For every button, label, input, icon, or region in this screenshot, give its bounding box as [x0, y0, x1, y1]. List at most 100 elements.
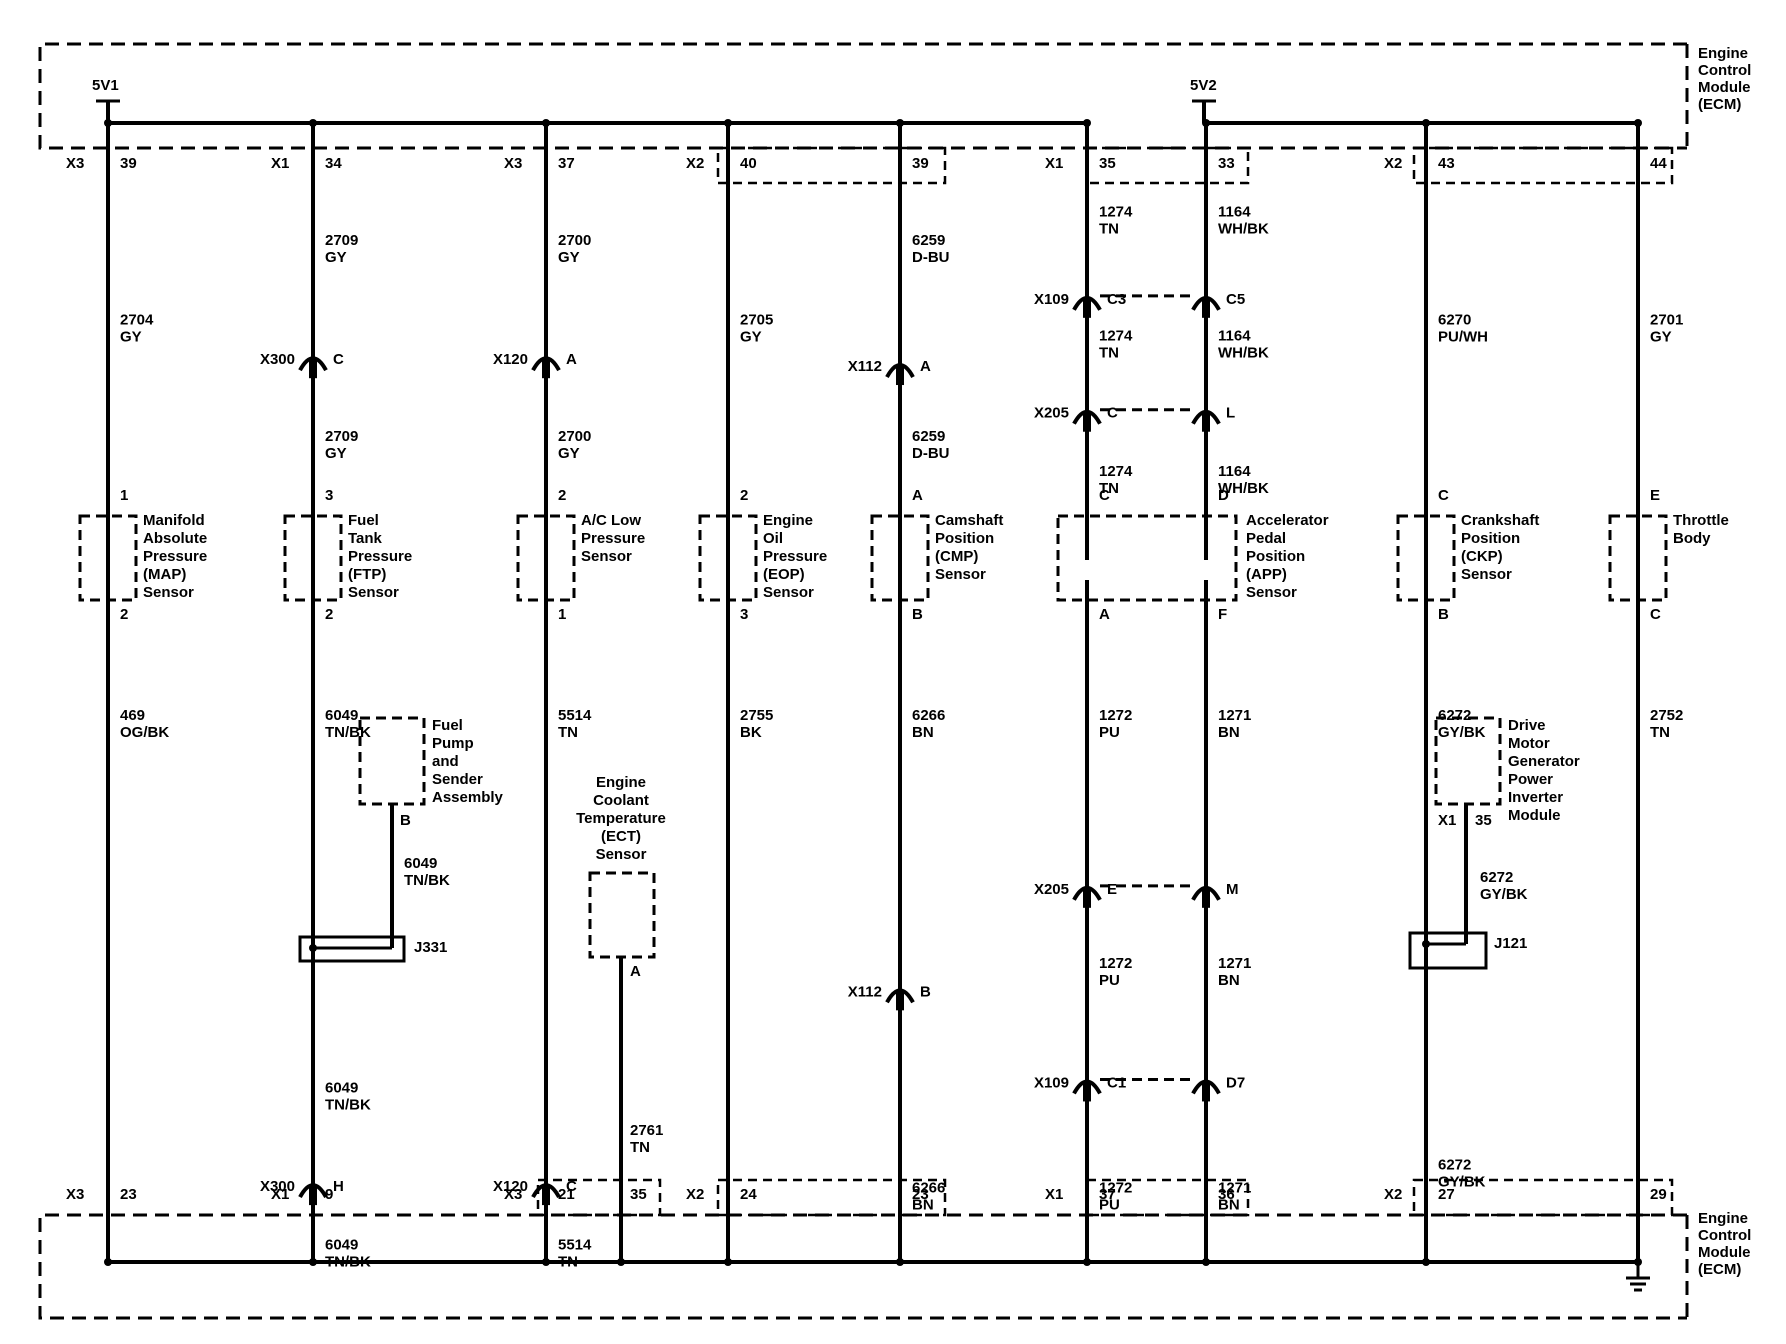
throttle-body-wire-number-0: 2701	[1650, 312, 1683, 329]
ect-label-4: Sensor	[596, 846, 647, 863]
app-2-wire-number-2: 1164	[1218, 463, 1251, 480]
app-1-wire-color-1: TN	[1099, 345, 1119, 362]
ckp-ecm-top-connector: X2	[1384, 155, 1402, 172]
app-1-wire-number-2: 1274	[1099, 463, 1133, 480]
ecm-connector-group-6	[1412, 1178, 1674, 1217]
ac-low-inline-connector-name-0: X120	[493, 351, 528, 368]
map-ecm-bottom-pin: 23	[120, 1186, 137, 1203]
ect-label-2: Temperature	[576, 810, 666, 827]
inverter-label-1: Motor	[1508, 735, 1550, 752]
ac-low-lower-inline-connector-pin-0: C	[566, 1178, 577, 1195]
app-2-lower-inline-connector-pin-0: M	[1226, 881, 1239, 898]
map-ecm-top-connector: X3	[66, 155, 84, 172]
app-1-inline-connector-1-pin	[1083, 413, 1091, 432]
app-2-ecm-bottom-pin: 36	[1218, 1186, 1235, 1203]
ac-low-lower-wire-color-1: TN	[558, 1253, 578, 1270]
eop-sensor-label-4: Sensor	[763, 584, 814, 601]
app-2-wire-color-0: WH/BK	[1218, 220, 1269, 237]
ac-low-ecm-bottom-connector: X3	[504, 1186, 522, 1203]
throttle-body-wire-color-0: GY	[1650, 329, 1672, 346]
map-wire-number-0: 2704	[120, 312, 154, 329]
app-1-lower-wire-color-2: PU	[1099, 1196, 1120, 1213]
ac-low-ecm-top-pin: 37	[558, 155, 575, 172]
app-1-inline-connector-pin-0: C3	[1107, 291, 1126, 308]
ftp-sensor-pin-bottom: 2	[325, 606, 333, 623]
eop-sensor-label-1: Oil	[763, 530, 783, 547]
app-1-sensor-pin-bottom: A	[1099, 606, 1110, 623]
fuel-pump-pin: B	[400, 812, 411, 829]
inverter-label-2: Generator	[1508, 753, 1580, 770]
ac-low-sensor-pin-bottom: 1	[558, 606, 566, 623]
fuel-pump-wire-color: TN/BK	[404, 872, 450, 889]
ecm-bottom-label-4: (ECM)	[1698, 1261, 1741, 1278]
eop-lower-wire-number-0: 2755	[740, 707, 773, 724]
cmp-wire-number-0: 6259	[912, 232, 945, 249]
inverter-label-0: Drive	[1508, 717, 1546, 734]
app-2-wire-number-1: 1164	[1218, 328, 1251, 345]
j121-splice-dot	[1422, 940, 1430, 948]
ftp-sensor-label-1: Tank	[348, 530, 383, 547]
app-1-lower-wire-color-0: PU	[1099, 724, 1120, 741]
ecm-top-label-3: Module	[1698, 79, 1751, 96]
circuit-app-2: 33361164WH/BK1164WH/BK1164WH/BKC5LDFAcce…	[1191, 119, 1329, 1266]
ect-sensor-box	[588, 871, 656, 959]
ect-label-1: Coolant	[593, 792, 649, 809]
cmp-lower-inline-connector-name-0: X112	[848, 983, 882, 1000]
app-1-ecm-bottom-pin: 37	[1099, 1186, 1116, 1203]
ac-low-lower-wire-color-0: TN	[558, 724, 578, 741]
app-2-wire-color-1: WH/BK	[1218, 345, 1269, 362]
ftp-rail-splice	[309, 119, 317, 127]
ect-wire-color: TN	[630, 1139, 650, 1156]
cmp-ecm-bottom-pin: 23	[912, 1186, 929, 1203]
cmp-lower-wire-number-0: 6266	[912, 707, 945, 724]
ecm-top-label-4: (ECM)	[1698, 96, 1741, 113]
app-1-lower-wire-color-1: PU	[1099, 972, 1120, 989]
eop-ecm-bottom-pin: 24	[740, 1186, 757, 1203]
ckp-lower-wire-number-0: 6272	[1438, 707, 1471, 724]
ftp-sensor-label-0: Fuel	[348, 512, 379, 529]
ftp-wire-number-1: 2709	[325, 428, 358, 445]
j121-label: J121	[1494, 935, 1527, 952]
ftp-wire-color-1: GY	[325, 445, 347, 462]
ckp-ecm-bottom-pin: 27	[1438, 1186, 1455, 1203]
eop-sensor-label-0: Engine	[763, 512, 813, 529]
app-2-ground-splice	[1202, 1258, 1210, 1266]
ecm-top-label-2: Control	[1698, 62, 1751, 79]
cmp-wire-color-0: D-BU	[912, 249, 950, 266]
app-2-sensor-pin-top: D	[1218, 487, 1229, 504]
ect-pin: A	[630, 963, 641, 980]
app-1-lower-wire-number-1: 1272	[1099, 955, 1132, 972]
eop-ground-splice	[724, 1258, 732, 1266]
cmp-wire-color-1: D-BU	[912, 445, 950, 462]
ckp-sensor-label-3: Sensor	[1461, 566, 1512, 583]
ac-low-inline-connector-pin-0: A	[566, 351, 577, 368]
app-2-lower-wire-color-2: BN	[1218, 1196, 1240, 1213]
throttle-body-rail-splice	[1634, 119, 1642, 127]
ckp-rail-splice	[1422, 119, 1430, 127]
app-1-ecm-top-connector: X1	[1045, 155, 1063, 172]
ac-low-lower-wire-number-0: 5514	[558, 707, 592, 724]
app-1-lower-inline-connector-name-1: X109	[1034, 1074, 1069, 1091]
ckp-sensor-label-2: (CKP)	[1461, 548, 1503, 565]
app-1-ground-splice	[1083, 1258, 1091, 1266]
app-1-inline-connector-name-1: X205	[1034, 405, 1069, 422]
throttle-body-ecm-top-pin: 44	[1650, 155, 1667, 172]
app-2-lower-wire-number-1: 1271	[1218, 955, 1251, 972]
fuel-pump-wire-number: 6049	[404, 855, 437, 872]
app-1-lower-wire-number-2: 1272	[1099, 1179, 1132, 1196]
app-1-lower-inline-connector-1-pin	[1083, 1083, 1091, 1102]
app-2-lower-wire-color-1: BN	[1218, 972, 1240, 989]
inverter-label-3: Power	[1508, 771, 1553, 788]
app-1-inline-connector-0-pin	[1083, 299, 1091, 318]
ftp-ecm-bottom-pin: 9	[325, 1186, 333, 1203]
cmp-ground-splice	[896, 1258, 904, 1266]
map-sensor-label-3: (MAP)	[143, 566, 186, 583]
ac-low-ground-splice	[542, 1258, 550, 1266]
ect-ground-splice	[617, 1258, 625, 1266]
ftp-lower-wire-color-1: TN/BK	[325, 1096, 371, 1113]
